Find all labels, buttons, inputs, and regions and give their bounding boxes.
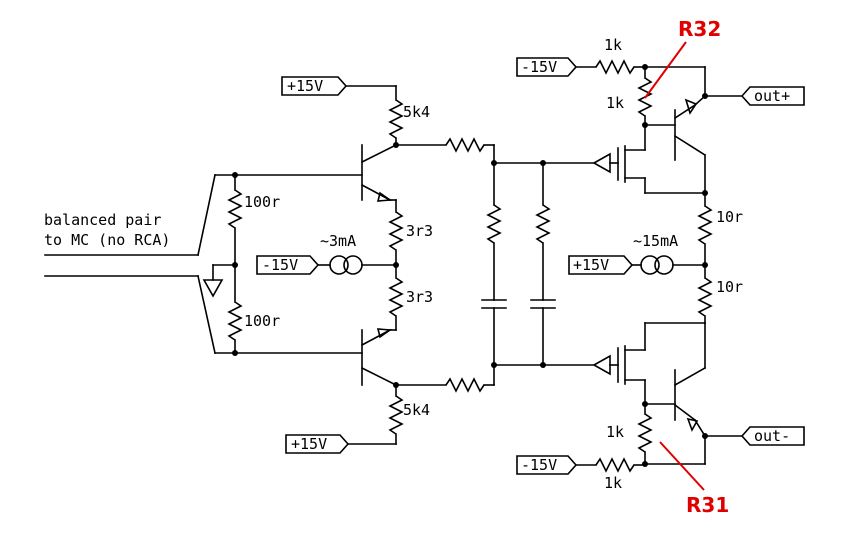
input-transistor-top [360,143,398,202]
rail-pos-top-label: +15V [287,77,323,95]
callout-line-r32 [644,41,687,99]
output-resistor-10r-top [697,192,713,266]
output-resistor-10r-bottom [697,264,713,324]
rail-pos-bottom [285,434,350,454]
rail-neg-bottom-right-label: -15V [521,456,557,474]
label-10r-bottom: 10r [716,278,743,296]
current-source-right [640,255,674,275]
mosfet-bottom [617,322,646,405]
label-1k-top-series: 1k [604,36,622,54]
junction-dot [232,172,238,178]
label-100r-top: 100r [244,193,280,211]
coupling-resistor-top [395,137,495,164]
callout-r31: R31 [686,493,729,517]
rail-pos-top [281,76,348,96]
rc-branch-2 [530,162,556,366]
current-source-left [329,255,363,275]
output-pos-port [740,86,805,106]
current-left-label: ~3mA [320,232,356,250]
series-resistor-1k-bottom [575,457,646,473]
input-note-line2: to MC (no RCA) [44,231,170,249]
output-neg-label: out- [754,427,790,445]
input-transistor-bottom [360,328,398,387]
junction-dot [393,262,399,268]
label-5k4-top: 5k4 [403,103,430,121]
junction-dot [232,350,238,356]
label-3r3-bottom: 3r3 [406,288,433,306]
shunt-resistor-1k-bottom [637,403,653,465]
series-resistor-1k-top [575,59,646,75]
gate-buffer-top [592,152,619,174]
bjt-bottom [644,322,707,432]
rail-neg-top-right-label: -15V [521,58,557,76]
label-1k-bottom-shunt: 1k [606,423,624,441]
label-5k4-bottom: 5k4 [403,401,430,419]
output-pos-label: out+ [754,87,790,105]
current-right-label: ~15mA [633,232,678,250]
emitter-resistor-top [388,199,404,266]
rail-neg-left [256,255,320,275]
rail-pos-bottom-label: +15V [291,435,327,453]
shunt-resistor-1k-top [637,66,653,126]
gate-buffer-bottom [592,354,619,376]
bjt-top [644,98,707,194]
rail-pos-mid-label: +15V [573,256,609,274]
input-pair-wiring [44,174,363,354]
mosfet-top [617,124,706,194]
label-1k-bottom-series: 1k [604,474,622,492]
label-100r-bottom: 100r [244,312,280,330]
callout-r32: R32 [678,17,721,41]
rail-neg-top-right [516,57,578,77]
rc-branch-1 [481,162,507,366]
rail-neg-bottom-right [516,455,578,475]
callout-line-r31 [659,441,705,491]
rail-pos-mid [568,255,634,275]
collector-resistor-bottom [347,384,404,445]
rail-neg-left-label: -15V [262,256,298,274]
coupling-resistor-bottom [395,364,495,393]
label-1k-top-shunt: 1k [606,94,624,112]
input-resistor-top [227,174,243,266]
emitter-resistor-bottom [388,264,404,331]
collector-resistor-top [345,85,404,146]
label-10r-top: 10r [716,208,743,226]
ground-symbol [202,264,236,298]
label-3r3-top: 3r3 [406,222,433,240]
input-resistor-bottom [227,264,243,354]
input-note-line1: balanced pair [44,211,161,229]
output-neg-port [740,426,805,446]
